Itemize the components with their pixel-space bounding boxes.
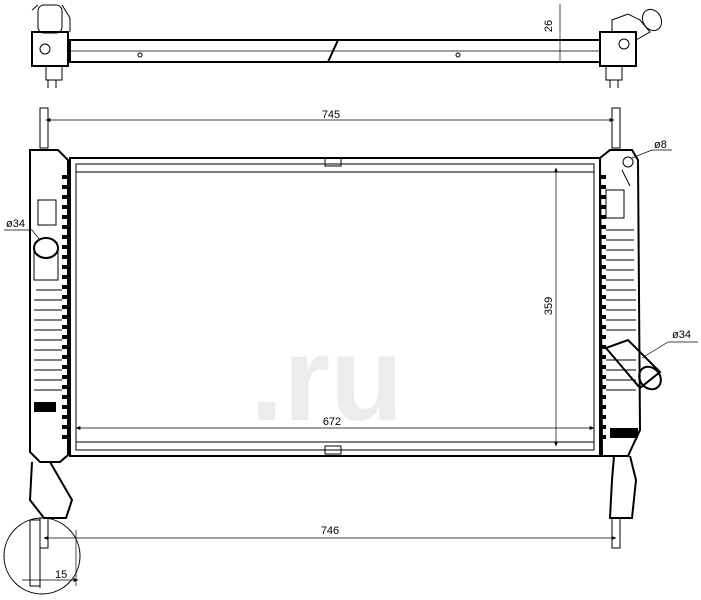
bottom-clip [324,445,342,455]
left-pipe [33,237,59,259]
right-neck [611,13,651,41]
right-bottom-pin [611,517,621,549]
callout-pipe-left: ø34 [6,218,25,230]
right-top-pin [611,107,621,149]
dim-core-height: 359 [543,297,555,315]
right-pipe-end [638,365,662,391]
core-inner [75,163,595,451]
left-tank [29,149,69,463]
left-bracket [37,199,57,226]
top-clip [324,157,342,167]
front-view: 745 [4,107,698,549]
detail-view: 15 [3,517,81,595]
right-leg [608,455,638,519]
dim-core-width: 672 [323,416,341,428]
break-mark [325,39,341,63]
detail-circle [3,517,81,595]
callout-pipe-right: ø34 [672,329,691,341]
dim-top-depth: 26 [543,20,555,32]
right-cap [599,31,637,67]
left-tank-teeth [62,175,68,439]
right-tank-fins [606,229,636,391]
left-neck [37,4,63,34]
right-tank [598,149,642,457]
left-top-pin [39,107,49,149]
watermark: .ru [250,312,403,446]
left-tank-fins [34,289,62,391]
dim-bottom-width: 746 [321,525,339,537]
detail-pin-left [29,519,41,587]
right-bracket [605,189,625,219]
right-pipe-end [641,8,663,32]
right-stub [605,65,623,81]
right-tank-teeth [600,175,606,439]
left-lower-bracket [34,402,56,412]
top-view: 26 [31,4,663,88]
small-port [622,156,634,168]
callout-small-port: ø8 [654,139,667,151]
left-cap-hole [39,43,51,55]
left-stub [45,65,63,81]
dim-detail-offset: 15 [55,569,67,581]
left-bottom-pin [39,517,49,549]
hole-right [455,52,461,58]
right-pipe [604,338,662,390]
right-lower-bracket [610,428,638,438]
right-cap-hole [618,38,630,50]
hole-left [137,52,143,58]
dim-top-width: 745 [322,109,340,121]
left-leg [28,461,74,519]
